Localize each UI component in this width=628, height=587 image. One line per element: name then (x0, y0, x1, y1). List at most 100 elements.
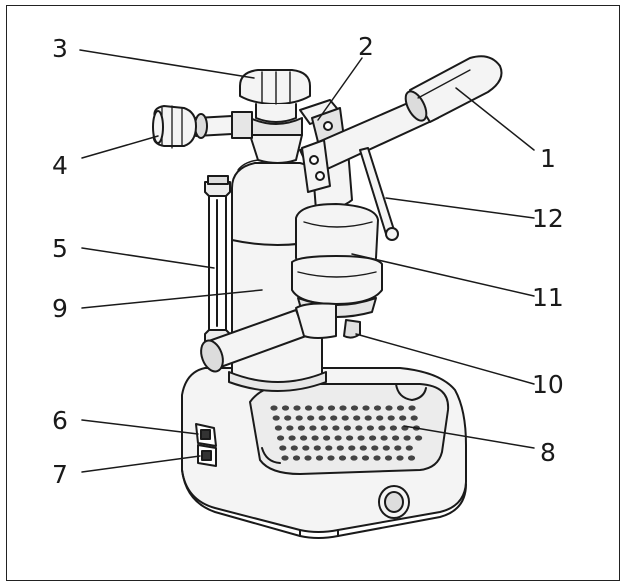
tray-hole (384, 455, 393, 461)
callout-4: 4 (52, 151, 68, 180)
leader-line-3 (79, 49, 255, 79)
tray-hole (292, 455, 301, 461)
tray-hole (318, 415, 326, 421)
indicator-lamp (197, 444, 217, 467)
leader-line-8 (403, 425, 535, 449)
tray-hole (376, 415, 384, 421)
tray-hole (396, 455, 404, 461)
tray-hole (288, 435, 296, 441)
tray-hole (348, 445, 356, 451)
tray-hole (355, 425, 363, 431)
tray-hole (325, 445, 333, 451)
tray-hole (279, 445, 287, 451)
tray-hole (295, 415, 303, 421)
figure-border (6, 5, 620, 581)
tray-hole (330, 415, 338, 421)
tray-hole (392, 435, 400, 441)
tray-hole (382, 445, 390, 451)
tray-hole (357, 435, 365, 441)
leader-line-4 (81, 135, 159, 159)
callout-5: 5 (52, 234, 68, 263)
water-level-gauge (204, 175, 231, 343)
drip-tray-holes (270, 405, 423, 461)
tray-hole (387, 415, 395, 421)
lever-pivot (301, 139, 331, 193)
tray-hole (311, 435, 319, 441)
tray-hole (410, 415, 418, 421)
tray-hole (350, 455, 358, 461)
tray-hole (309, 425, 317, 431)
callout-1: 1 (540, 144, 556, 173)
callout-6: 6 (52, 406, 68, 435)
tray-hole (396, 405, 405, 411)
tray-hole (373, 405, 382, 411)
tray-hole (408, 405, 416, 411)
tray-hole (304, 455, 312, 461)
tray-hole (323, 435, 331, 441)
tray-hole (272, 415, 280, 421)
tray-hole (371, 445, 379, 451)
boiler-cap (239, 69, 311, 164)
tray-hole (346, 435, 354, 441)
tray-hole (339, 405, 347, 411)
tray-hole (399, 415, 407, 421)
steam-valve (194, 111, 253, 139)
leader-line-12 (385, 197, 535, 219)
leader-line-9 (81, 289, 263, 309)
steam-knob (152, 105, 197, 149)
leader-line-7 (81, 455, 201, 473)
tray-hole (373, 455, 381, 461)
tray-hole (378, 425, 386, 431)
callout-2: 2 (358, 32, 374, 61)
leader-line-11 (351, 253, 535, 297)
callout-9: 9 (52, 294, 68, 323)
tray-hole (353, 415, 361, 421)
leader-line-2 (317, 57, 363, 121)
callout-11: 11 (532, 283, 564, 312)
tray-hole (274, 425, 282, 431)
tray-hole (320, 425, 328, 431)
tray-hole (359, 445, 367, 451)
tray-hole (327, 405, 336, 411)
tray-hole (334, 435, 342, 441)
lever (299, 55, 503, 177)
tray-hole (290, 445, 298, 451)
tray-hole (302, 445, 310, 451)
base-knob (378, 485, 410, 519)
callout-3: 3 (52, 34, 68, 63)
callout-8: 8 (540, 438, 556, 467)
tray-hole (389, 425, 397, 431)
callout-7: 7 (52, 460, 68, 489)
tray-hole (380, 435, 388, 441)
tray-hole (336, 445, 344, 451)
tray-hole (385, 405, 393, 411)
leader-lines (79, 49, 535, 473)
tray-hole (316, 405, 324, 411)
tray-hole (350, 405, 359, 411)
tray-hole (281, 405, 290, 411)
tray-hole (315, 455, 324, 461)
tray-hole (277, 435, 285, 441)
tray-hole (270, 405, 278, 411)
tray-hole (369, 435, 377, 441)
tray-hole (362, 405, 370, 411)
tray-hole (281, 455, 289, 461)
tray-hole (286, 425, 294, 431)
portafilter (200, 302, 361, 373)
tray-hole (415, 435, 423, 441)
tray-hole (307, 415, 315, 421)
leader-line-10 (355, 333, 535, 385)
tray-hole (327, 455, 335, 461)
callout-12: 12 (532, 204, 564, 233)
tray-hole (407, 455, 416, 461)
tray-hole (405, 445, 413, 451)
tray-hole (332, 425, 340, 431)
callout-10: 10 (532, 370, 564, 399)
tray-hole (293, 405, 301, 411)
tray-hole (361, 455, 370, 461)
tray-hole (341, 415, 349, 421)
tray-hole (284, 415, 292, 421)
tray-hole (364, 415, 372, 421)
lever-rod (359, 147, 399, 241)
